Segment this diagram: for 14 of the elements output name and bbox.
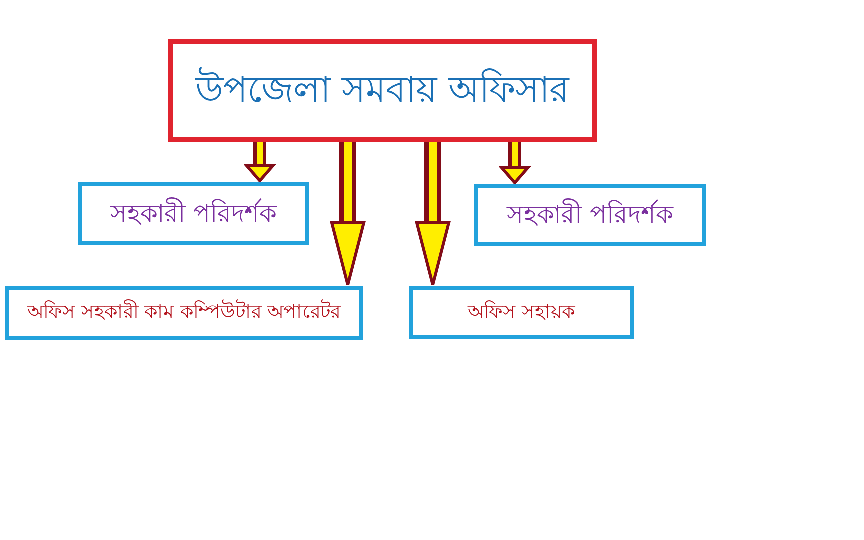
role-title: সহকারী পরিদর্শক — [110, 198, 276, 230]
role-title: উপজেলা সমবায় অফিসার — [196, 68, 570, 113]
arrow — [500, 142, 530, 184]
role-title: সহকারী পরিদর্শক — [507, 199, 673, 231]
role-title: অফিস সহায়ক — [468, 300, 576, 324]
arrow — [246, 142, 274, 182]
arrow — [330, 142, 366, 286]
role-title: অফিস সহকারী কাম কম্পিউটার অপারেটর — [27, 301, 341, 325]
role-box — [474, 184, 706, 246]
role-box — [78, 182, 309, 245]
role-box — [409, 286, 634, 339]
role-box — [168, 39, 597, 142]
role-box — [5, 286, 363, 340]
arrow — [416, 142, 450, 286]
